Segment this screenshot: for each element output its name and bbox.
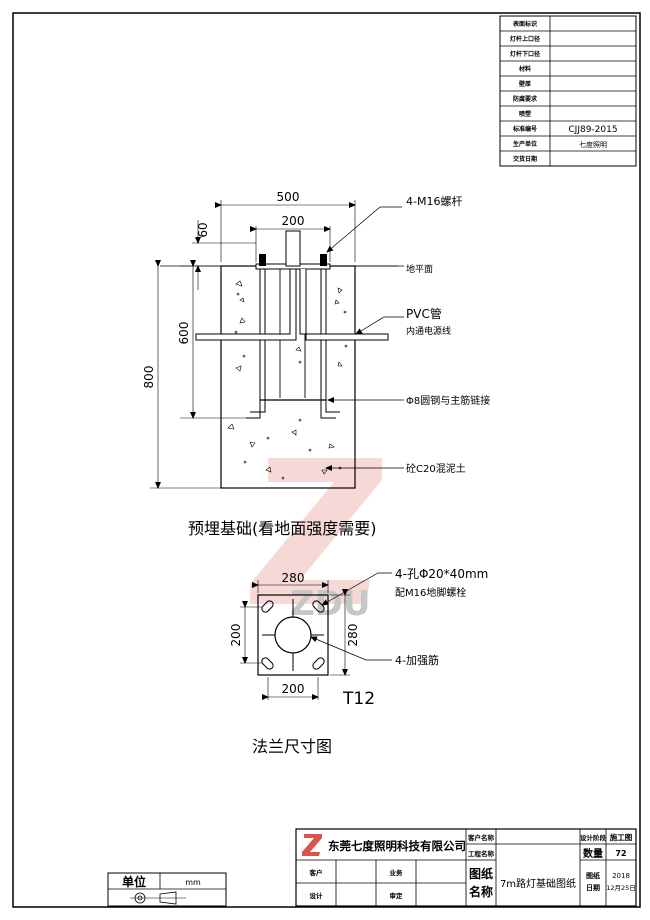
unit-block: 单位 mm [107, 872, 227, 907]
anchor-rod-right [320, 269, 340, 419]
unit-value: mm [185, 878, 201, 887]
drawing-date-value-2: 12月25日 [606, 884, 636, 892]
bolt-right [320, 254, 327, 266]
bolt-leader [326, 206, 402, 253]
flange-thickness: T12 [342, 689, 375, 709]
reinforcement-ribs [262, 599, 324, 671]
callout-bolt: 4-M16螺杆 [406, 194, 462, 208]
design-stage-value: 施工图 [610, 832, 633, 842]
spec-row-value: CJJ89-2015 [568, 125, 617, 135]
pole-stub [285, 230, 301, 267]
foundation-title: 预埋基础(看地面强度需要) [188, 519, 377, 538]
drawing-date-value-1: 2018 [612, 872, 630, 880]
spec-row-label: 壁厚 [519, 80, 531, 88]
watermark-letters: ZDU [290, 584, 370, 624]
project-label: 工程名称 [468, 849, 495, 858]
design-stage-label: 设计阶段 [580, 833, 607, 842]
callout-pvc: PVC管 [406, 306, 442, 321]
title-block [295, 828, 637, 907]
flange-plate [257, 594, 329, 676]
callout-pvc-sub: 内通电源线 [406, 325, 451, 337]
spec-row-label: 表面标识 [512, 20, 537, 28]
drawing-name-label-2: 名称 [469, 884, 493, 899]
foundation-drawing: 500 200 60 600 800 4-M16螺杆 地平面 PVC管 内通电源… [142, 190, 490, 538]
spec-row-label: 防腐要求 [513, 95, 538, 103]
drawing-date-label-2: 日期 [586, 883, 600, 892]
drawing-date-label-1: 图纸 [586, 871, 600, 880]
flange-dim-right: 280 [346, 624, 360, 647]
flange-drawing: 280 200 280 200 4-孔Φ20*40mm 配M16地脚螺栓 4-加… [229, 567, 488, 756]
pvc-pipe [195, 268, 297, 341]
callout-rib: 4-加强筋 [395, 653, 439, 667]
dim-60-label: 60 [196, 222, 210, 237]
anchor-rod-left [246, 269, 266, 419]
quantity-value: 72 [615, 849, 626, 858]
concrete-aggregate [227, 280, 348, 480]
callout-rebar: Φ8圆钢与主筋链接 [406, 394, 490, 407]
dim-800-label: 800 [142, 366, 156, 389]
holes-leader [321, 572, 392, 606]
rib-leader [310, 636, 392, 661]
client-label: 客户 [309, 868, 323, 877]
flange-dim-top: 280 [282, 571, 305, 585]
flange-dim-bottom: 200 [282, 682, 305, 696]
projection-symbol-icon [130, 891, 186, 905]
watermark: ZDU [250, 458, 382, 624]
spec-row-value: 七度照明 [579, 140, 607, 149]
company-name: 东莞七度照明科技有限公司 [328, 839, 466, 853]
drawing-name-value: 7m路灯基础图纸 [500, 877, 576, 890]
dim-500-label: 500 [277, 190, 300, 204]
callout-holes-sub: 配M16地脚螺栓 [395, 586, 466, 599]
spec-row-label: 灯杆下口径 [510, 50, 540, 58]
slot-holes [261, 600, 325, 670]
business-label: 业务 [390, 868, 404, 877]
spec-row-label: 材料 [518, 65, 531, 73]
unit-label: 单位 [122, 874, 146, 889]
pvc-leader [355, 316, 404, 335]
spec-row-label: 灯杆上口径 [510, 35, 540, 43]
callout-holes: 4-孔Φ20*40mm [395, 567, 488, 581]
bolt-left [259, 254, 266, 266]
spec-row-label: 标准编号 [512, 125, 537, 133]
flange-title: 法兰尺寸图 [252, 737, 332, 756]
callout-ground: 地平面 [406, 263, 433, 275]
drawing-name-label-1: 图纸 [469, 866, 493, 881]
spec-row-label: 生产单位 [513, 140, 537, 148]
customer-label: 客户名称 [467, 833, 495, 842]
spec-row-label: 交货日期 [513, 155, 537, 163]
callout-concrete: 砼C20混泥土 [406, 462, 466, 475]
quantity-label: 数量 [583, 847, 603, 860]
dim-600-label: 600 [177, 322, 191, 345]
dim-200-label: 200 [282, 214, 305, 228]
spec-row-label: 喷塑 [519, 110, 531, 118]
review-label: 审定 [390, 891, 404, 900]
outer-frame [12, 12, 641, 908]
company-logo [302, 834, 322, 856]
design-label: 设计 [310, 891, 324, 900]
flange-dim-left: 200 [229, 624, 243, 647]
